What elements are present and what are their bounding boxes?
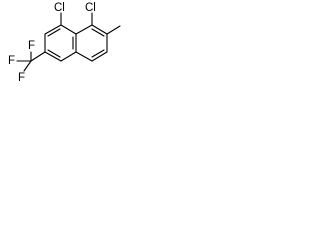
bond-c3-c4-inner — [47, 49, 61, 58]
bond-c8a-c8 — [75, 24, 93, 35]
bond-c4-c4a — [60, 51, 77, 62]
f-label-top: F — [28, 40, 35, 52]
molecule-structure: Cl Cl F F F — [8, 2, 121, 84]
bond-c6-c5 — [91, 51, 108, 62]
bond-c8-c7 — [91, 24, 108, 35]
f-label-left: F — [8, 55, 15, 67]
bond-c-f-bottom — [23, 60, 32, 72]
right-ring — [75, 24, 108, 62]
bond-c1-c2 — [44, 24, 62, 35]
bond-c6-c5-inner — [91, 49, 105, 58]
f-label-bottom: F — [18, 72, 25, 84]
left-ring — [44, 24, 77, 62]
bond-c3-cf3 — [30, 51, 46, 62]
bond-c3-c4 — [44, 51, 62, 62]
cl-label-ortho: Cl — [85, 2, 96, 14]
bond-c8a-c1 — [60, 24, 77, 35]
bond-c7-methyl — [106, 25, 121, 35]
bond-c1-c2-inner — [47, 28, 61, 37]
bond-c8-c7-inner — [91, 28, 105, 37]
bond-c5-c4a — [75, 51, 93, 62]
cl-label-peri: Cl — [54, 2, 65, 14]
